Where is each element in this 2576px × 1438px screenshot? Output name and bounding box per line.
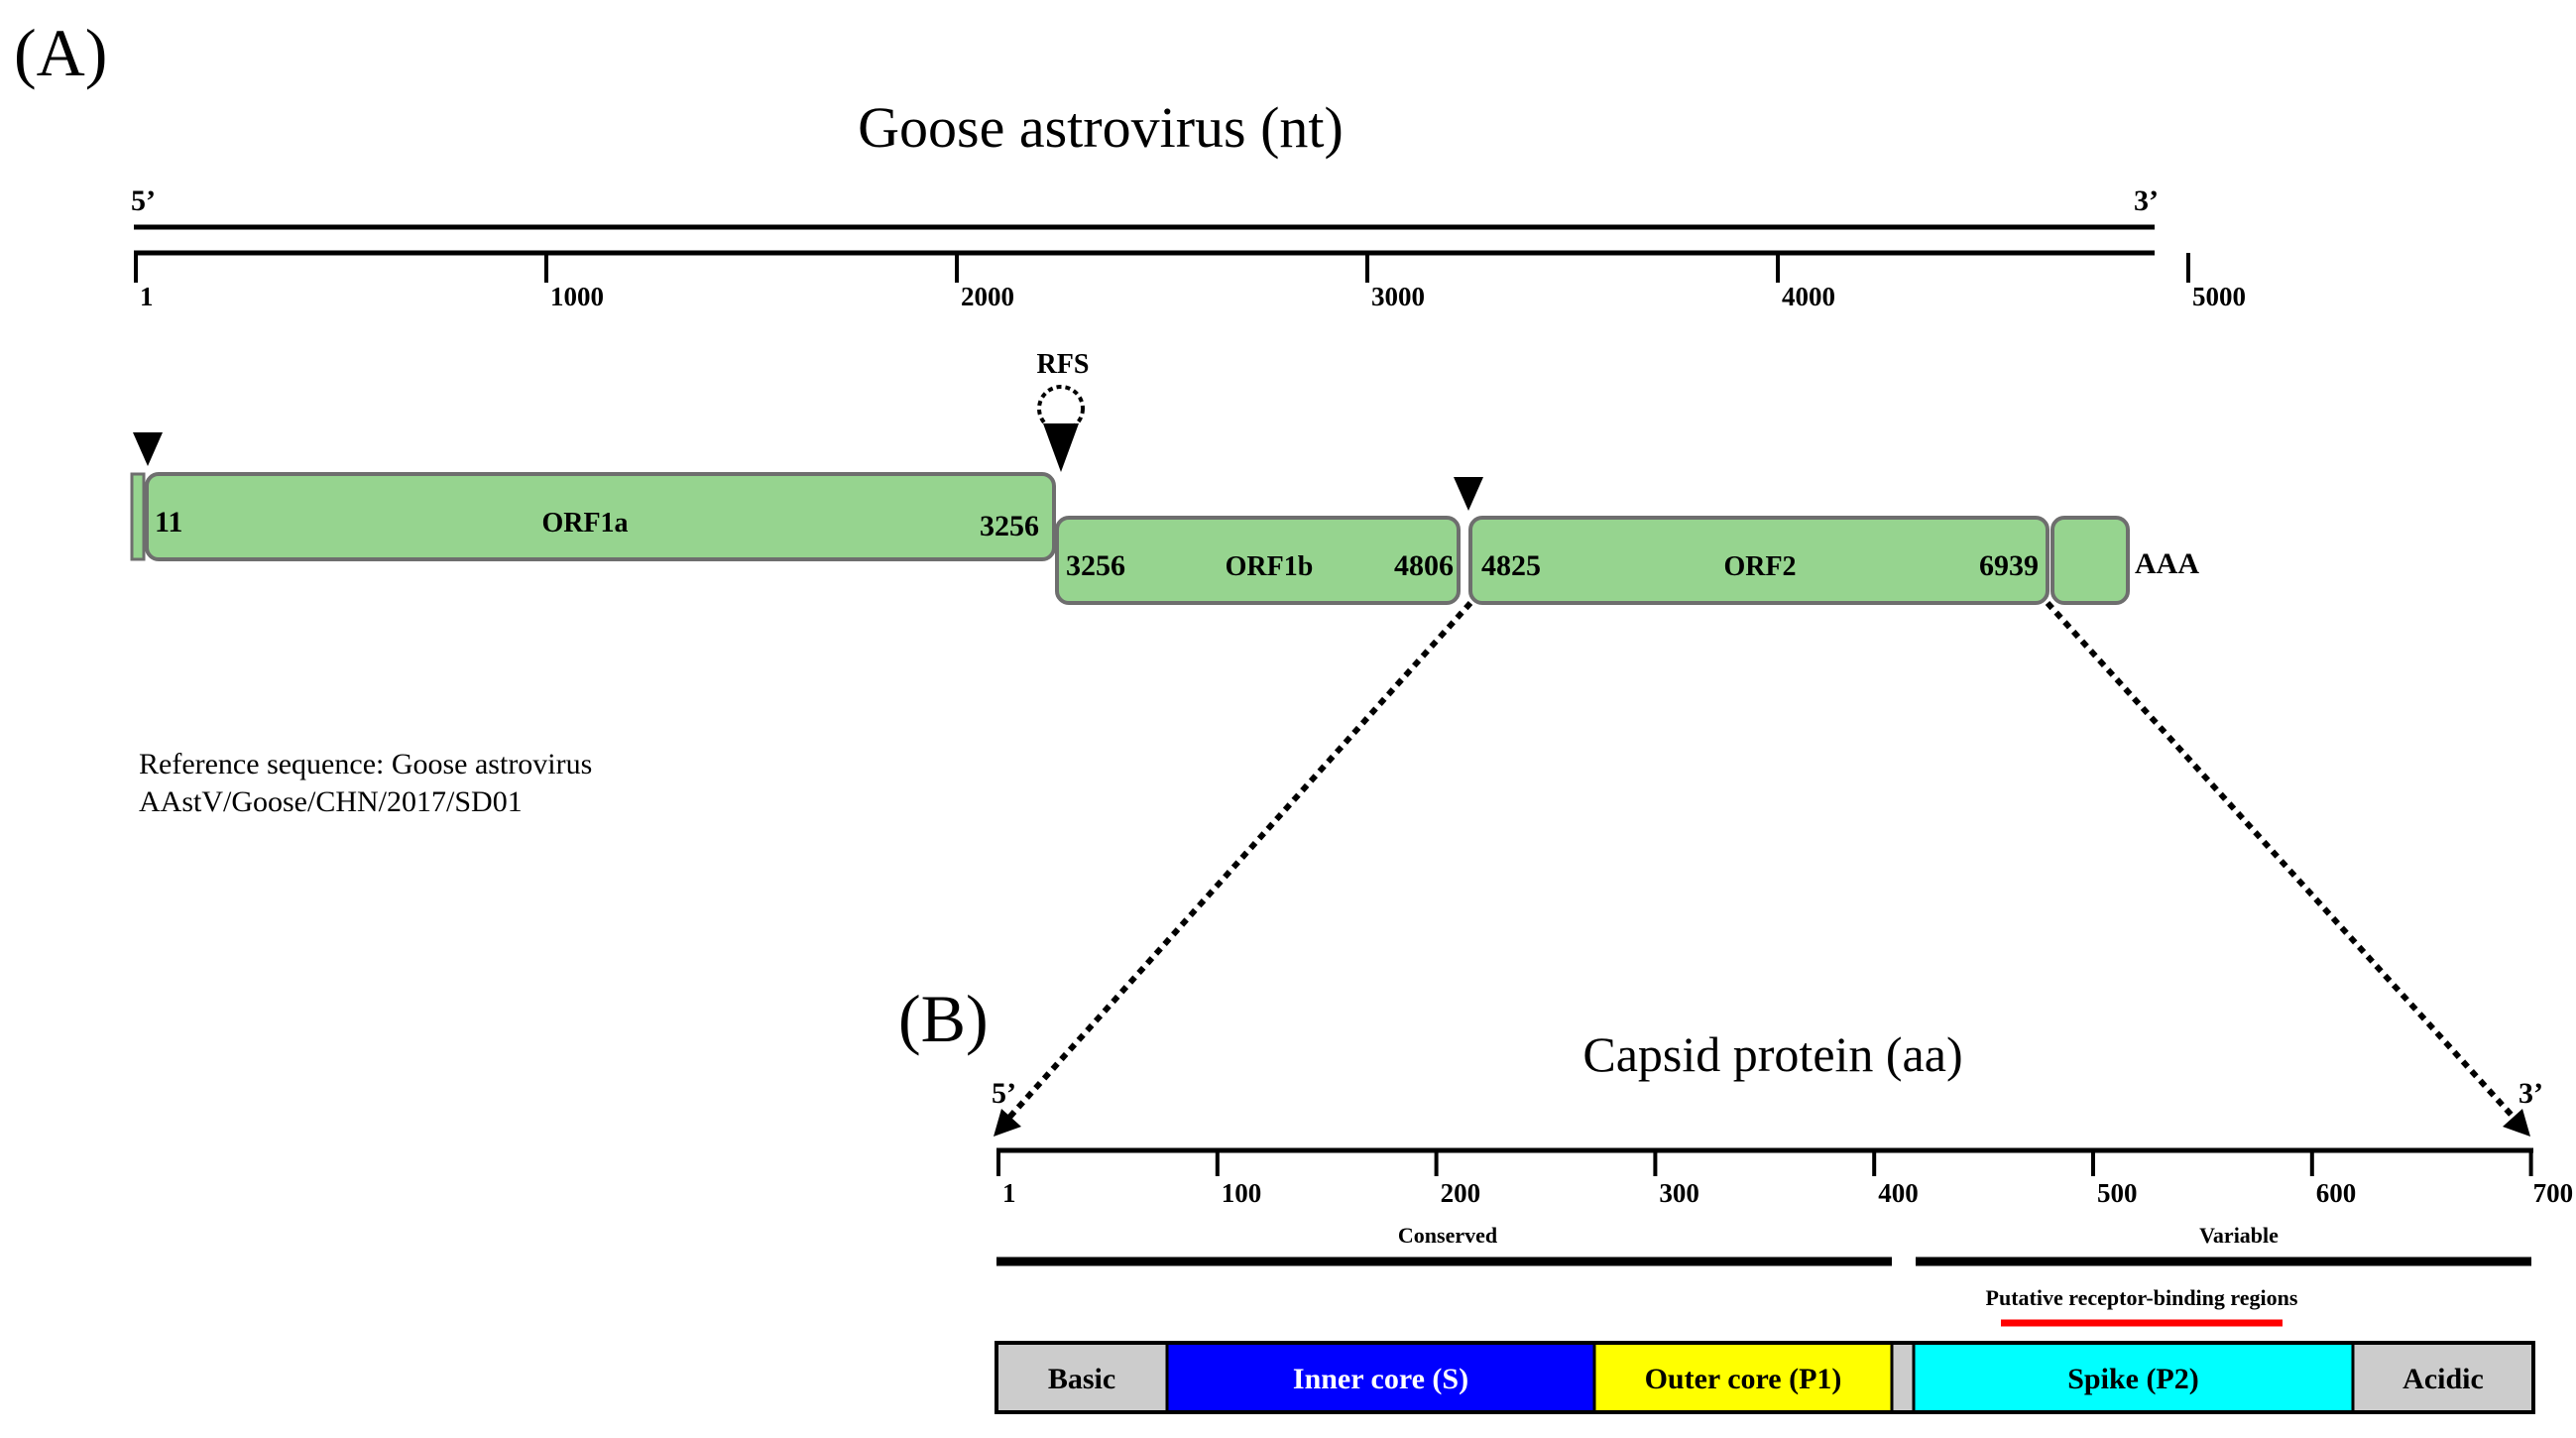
variable-label: Variable	[2199, 1223, 2279, 1248]
orf1b-end: 4806	[1394, 549, 1454, 582]
orf1a-name: ORF1a	[541, 508, 628, 539]
capsid-domain-label-0: Basic	[1048, 1363, 1115, 1395]
genome-tick-label-5000: 5000	[2192, 282, 2246, 311]
orf1b-start: 3256	[1066, 549, 1125, 582]
utr-5-box	[130, 472, 146, 561]
capsid-tick-label-700: 700	[2533, 1178, 2574, 1208]
capsid-tick-label-500: 500	[2097, 1178, 2138, 1208]
utr-3-box	[2050, 516, 2130, 605]
capsid-title: Capsid protein (aa)	[1582, 1026, 1962, 1082]
rfs-label: RFS	[1037, 349, 1090, 380]
capsid-domain-label-5: Acidic	[2402, 1363, 2484, 1395]
zoom-right-arrow-icon	[2503, 1109, 2530, 1137]
genome-tick-label-1000: 1000	[550, 282, 604, 311]
zoom-left-arrow-icon	[994, 1109, 1021, 1137]
capsid-domain-bar: Basic Inner core (S) Outer core (P1) Spike …	[995, 1341, 2535, 1414]
zoom-right-dotted-line	[2045, 600, 2519, 1124]
panel-a-label: (A)	[14, 15, 107, 90]
genome-tick-label-2000: 2000	[961, 282, 1014, 311]
capsid-scale-ticks: 1 100 200 300 400 500 600 700	[996, 1150, 2574, 1208]
capsid-tick-label-200: 200	[1441, 1178, 1481, 1208]
orf2-box: 4825 ORF2 6939	[1468, 516, 2049, 605]
genome-tick-label-3000: 3000	[1371, 282, 1425, 311]
conserved-label: Conserved	[1398, 1223, 1497, 1248]
receptor-binding-label: Putative receptor-binding regions	[1986, 1285, 2298, 1310]
capsid-domain-label-4: Spike (P2)	[2067, 1363, 2199, 1395]
genome-5-prime-label: 5’	[131, 184, 156, 217]
rfs-arrow-icon	[1043, 423, 1079, 472]
orf1a-box: 11 ORF1a 3256	[145, 472, 1056, 561]
capsid-domain-4	[1912, 1341, 2355, 1414]
zoom-left-dotted-line	[1003, 600, 1473, 1124]
capsid-domain-label-2: Outer core (P1)	[1645, 1363, 1842, 1395]
capsid-tick-label-100: 100	[1222, 1178, 1262, 1208]
capsid-domain-3	[1890, 1341, 1916, 1414]
capsid-tick-label-600: 600	[2316, 1178, 2357, 1208]
orf1b-box: 3256 ORF1b 4806	[1055, 516, 1461, 605]
capsid-tick-label-1: 1	[1002, 1178, 1016, 1208]
genome-title: Goose astrovirus (nt)	[858, 95, 1344, 160]
capsid-3-prime-label: 3’	[2518, 1077, 2543, 1110]
capsid-domain-border	[995, 1341, 2535, 1414]
orf1a-start: 11	[155, 506, 182, 539]
capsid-domain-2	[1592, 1341, 1894, 1414]
capsid-tick-label-400: 400	[1878, 1178, 1919, 1208]
orf2-name: ORF2	[1723, 551, 1796, 582]
genome-scale-ticks: 11000200030004000500060007000	[134, 253, 2246, 311]
orf1b-name: ORF1b	[1226, 551, 1314, 582]
orf2-start: 4825	[1481, 549, 1541, 582]
reference-line-2: AAstV/Goose/CHN/2017/SD01	[139, 785, 523, 818]
rfs-pseudoknot-icon	[1037, 385, 1085, 432]
capsid-tick-label-300: 300	[1659, 1178, 1699, 1208]
genome-tick-label-1: 1	[140, 282, 154, 311]
orf2-end: 6939	[1979, 549, 2039, 582]
orf1a-end: 3256	[980, 510, 1039, 542]
poly-a-tail: AAA	[2135, 547, 2199, 580]
reference-line-1: Reference sequence: Goose astrovirus	[139, 748, 592, 780]
genome-3-prime-label: 3’	[2134, 184, 2159, 217]
orf2-start-arrow-icon	[1454, 477, 1483, 511]
capsid-5-prime-label: 5’	[992, 1077, 1016, 1110]
panel-b-label: (B)	[898, 981, 989, 1056]
capsid-domain-label-1: Inner core (S)	[1293, 1363, 1468, 1395]
orf1a-start-arrow-icon	[133, 432, 163, 466]
genome-tick-label-4000: 4000	[1782, 282, 1835, 311]
